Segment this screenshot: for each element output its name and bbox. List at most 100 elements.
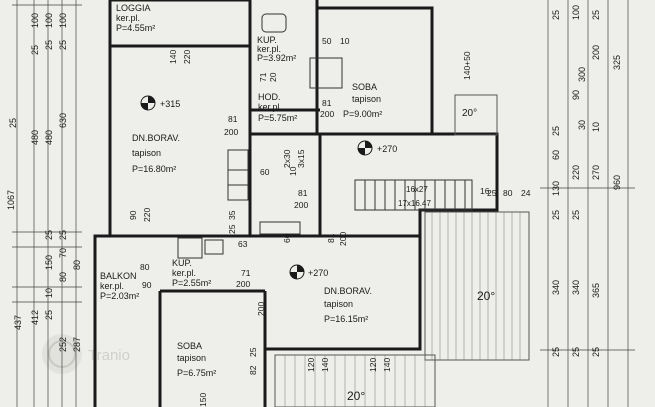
dim-label: 120 — [306, 358, 316, 372]
dim-label: 71 — [258, 72, 268, 82]
dim-label: 25 — [571, 210, 581, 220]
room-name: HOD. — [258, 92, 281, 102]
room-floor: ker.pl. — [257, 44, 281, 54]
dim-label: 200 — [294, 200, 308, 210]
dim-label: 287 — [72, 337, 82, 352]
level-marker-bottom — [289, 264, 305, 280]
dim-label: 3x15 — [296, 149, 306, 168]
dim-label: 90 — [128, 210, 138, 220]
left-dimension-labels: 437 1067 100 25 480 412 25 100 25 480 25… — [6, 13, 82, 352]
dim-label: 270 — [591, 165, 601, 180]
stair-run: 17x16.47 — [398, 199, 431, 208]
room-soba-bottom: SOBA tapison P=6.75m² — [177, 341, 216, 378]
stair-steps: 16x27 — [406, 185, 428, 194]
dim-label: 100 — [58, 13, 68, 28]
dim-label: 81 — [298, 188, 308, 198]
room-loggia: LOGGIA ker.pl. P=4.55m² — [116, 3, 155, 33]
dim-label: 81 — [228, 114, 238, 124]
slope-b: 20° — [477, 289, 495, 303]
room-name: SOBA — [177, 341, 202, 351]
room-name: KUP. — [257, 35, 277, 45]
room-dnborav-top: DN.BORAV. tapison P=16.80m² — [132, 133, 180, 174]
dim-label: 25 — [227, 224, 237, 234]
room-kup-top: KUP. ker.pl. P=3.92m² — [257, 35, 296, 63]
dim-label: 365 — [591, 283, 601, 298]
room-area: P=5.75m² — [258, 113, 297, 123]
room-hod: HOD. ker.pl. P=5.75m² — [258, 92, 297, 123]
room-area: P=4.55m² — [116, 23, 155, 33]
walls — [93, 0, 499, 407]
dim-label: 200 — [236, 279, 250, 289]
inner-dimension-labels: 50 10 140 220 71 20 81 200 81 200 60 2x3… — [128, 36, 531, 407]
dim-label: 200 — [320, 109, 334, 119]
fixtures — [177, 13, 343, 259]
dim-label: 25 — [44, 310, 54, 320]
level-marker-mid — [357, 140, 373, 156]
dim-label: 437 — [13, 315, 23, 330]
dim-label: 25 — [248, 347, 258, 357]
left-dimension-lines — [12, 0, 82, 407]
watermark-text: Tranio — [88, 347, 130, 364]
dim-label: 412 — [30, 310, 40, 325]
dim-label: 90 — [571, 90, 581, 100]
dim-label: 60 — [551, 150, 561, 160]
room-area: P=16.15m² — [324, 314, 368, 324]
dim-label: 300 — [577, 67, 587, 82]
dim-label: 200 — [591, 45, 601, 60]
room-floor: ker.pl. — [100, 281, 124, 291]
right-dimension-lines — [540, 0, 635, 407]
roof-hatching — [274, 94, 530, 407]
dim-label: 10 — [44, 288, 54, 298]
level-top: +315 — [160, 99, 180, 109]
room-name: DN.BORAV. — [324, 286, 372, 296]
dim-label: 252 — [58, 337, 68, 352]
room-kup-bottom: KUP. ker.pl. P=2.55m² — [172, 258, 211, 288]
dim-label: 81 — [322, 98, 332, 108]
room-floor: tapison — [352, 94, 381, 104]
dim-label: 10 — [288, 166, 298, 176]
room-floor: ker.pl. — [172, 268, 196, 278]
dim-label: 960 — [612, 175, 622, 190]
dim-label: 25 — [551, 10, 561, 20]
dim-label: 80 — [58, 272, 68, 282]
dim-label: 220 — [571, 165, 581, 180]
dim-label: 70 — [58, 248, 68, 258]
dim-label: 140 — [320, 358, 330, 372]
dim-label: 200 — [338, 232, 348, 246]
dim-label: 80 — [72, 260, 82, 270]
room-floor: tapison — [177, 353, 206, 363]
room-name: KUP. — [172, 258, 192, 268]
dim-label: 90 — [142, 280, 152, 290]
dim-label: 10 — [340, 36, 350, 46]
dim-label: 220 — [182, 50, 192, 64]
level-bottom: +270 — [308, 268, 328, 278]
room-area: P=2.55m² — [172, 278, 211, 288]
dim-label: 150 — [44, 255, 54, 270]
dim-label: 25 — [551, 210, 561, 220]
dim-label: 24 — [521, 188, 531, 198]
dim-label: 200 — [224, 127, 238, 137]
dim-label: 25 — [591, 10, 601, 20]
dim-label: 140+50 — [462, 51, 472, 80]
dim-label: 25 — [58, 40, 68, 50]
dim-label: 200 — [256, 302, 266, 316]
dim-label: 80 — [503, 188, 513, 198]
dim-label: 25 — [591, 347, 601, 357]
dim-label: 35 — [227, 210, 237, 220]
dim-label: 16 — [480, 186, 490, 196]
level-marker-top — [140, 95, 156, 111]
dim-label: 130 — [551, 181, 561, 196]
room-area: P=9.00m² — [343, 109, 382, 119]
dim-label: 480 — [30, 130, 40, 145]
dim-label: 630 — [58, 113, 68, 128]
dim-label: 480 — [44, 130, 54, 145]
room-floor: tapison — [324, 299, 353, 309]
dim-label: 100 — [44, 13, 54, 28]
room-balkon: BALKON ker.pl. P=2.03m² — [100, 271, 139, 301]
dim-label: 10 — [591, 122, 601, 132]
dim-label: 63 — [238, 239, 248, 249]
dim-label: 2x30 — [282, 149, 292, 168]
dim-label: 150 — [198, 393, 208, 407]
room-dnborav-bottom: DN.BORAV. tapison P=16.15m² — [324, 286, 372, 324]
